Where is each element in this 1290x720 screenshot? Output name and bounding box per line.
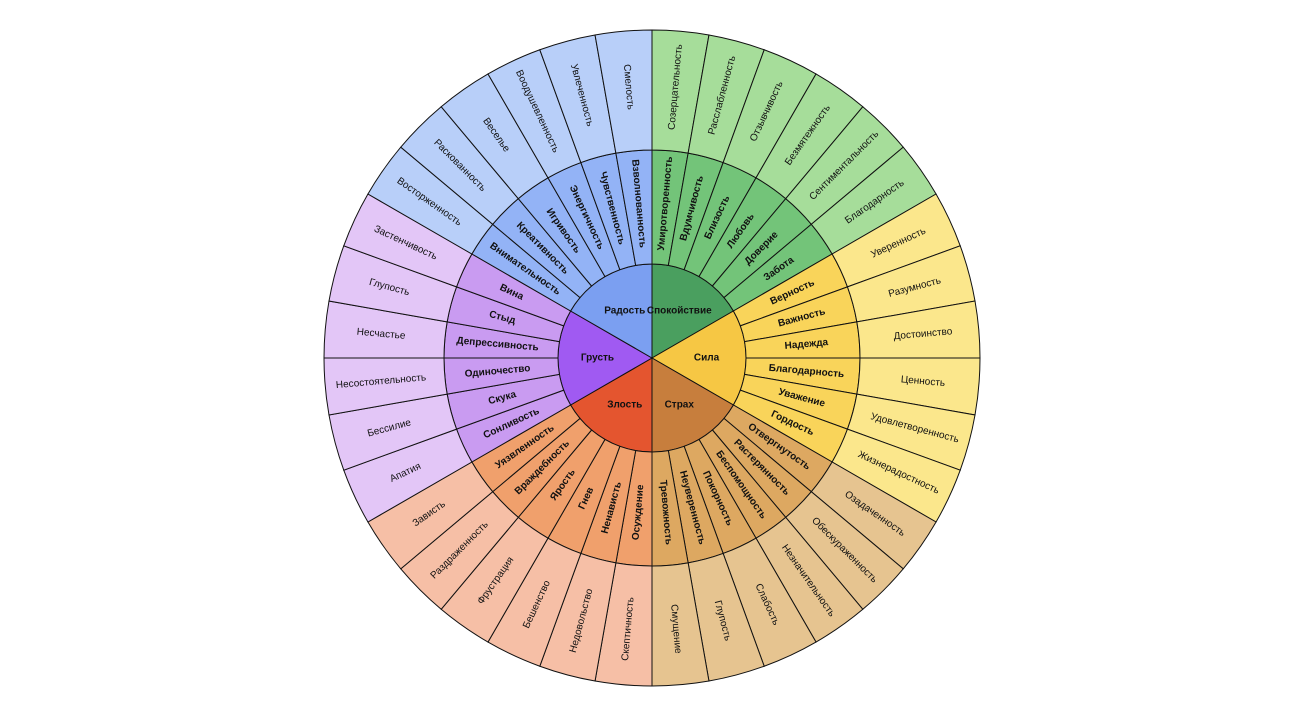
sector-4-core-label: Грусть (581, 353, 614, 364)
wheel-segments (323, 29, 981, 687)
sector-3-core-label: Злость (607, 400, 642, 411)
sector-3-middle-label: Осуждение (631, 484, 647, 541)
sector-2-core-label: Страх (665, 400, 695, 411)
sector-1-middle-label: Надежда (784, 337, 829, 352)
sector-5-outer-segment (594, 29, 653, 154)
sector-1-core-label: Сила (694, 353, 720, 364)
sector-5-outer-label: Смелость (621, 64, 636, 110)
sector-1-outer-label: Достоинство (893, 326, 953, 342)
sector-4-outer-label: Несчастье (356, 327, 406, 342)
sector-2-outer-label: Смущение (668, 604, 683, 655)
sector-1-outer-label: Ценность (900, 374, 945, 389)
sector-0-core-label: Спокойствие (647, 305, 712, 316)
sector-5-core-label: Радость (604, 305, 645, 316)
